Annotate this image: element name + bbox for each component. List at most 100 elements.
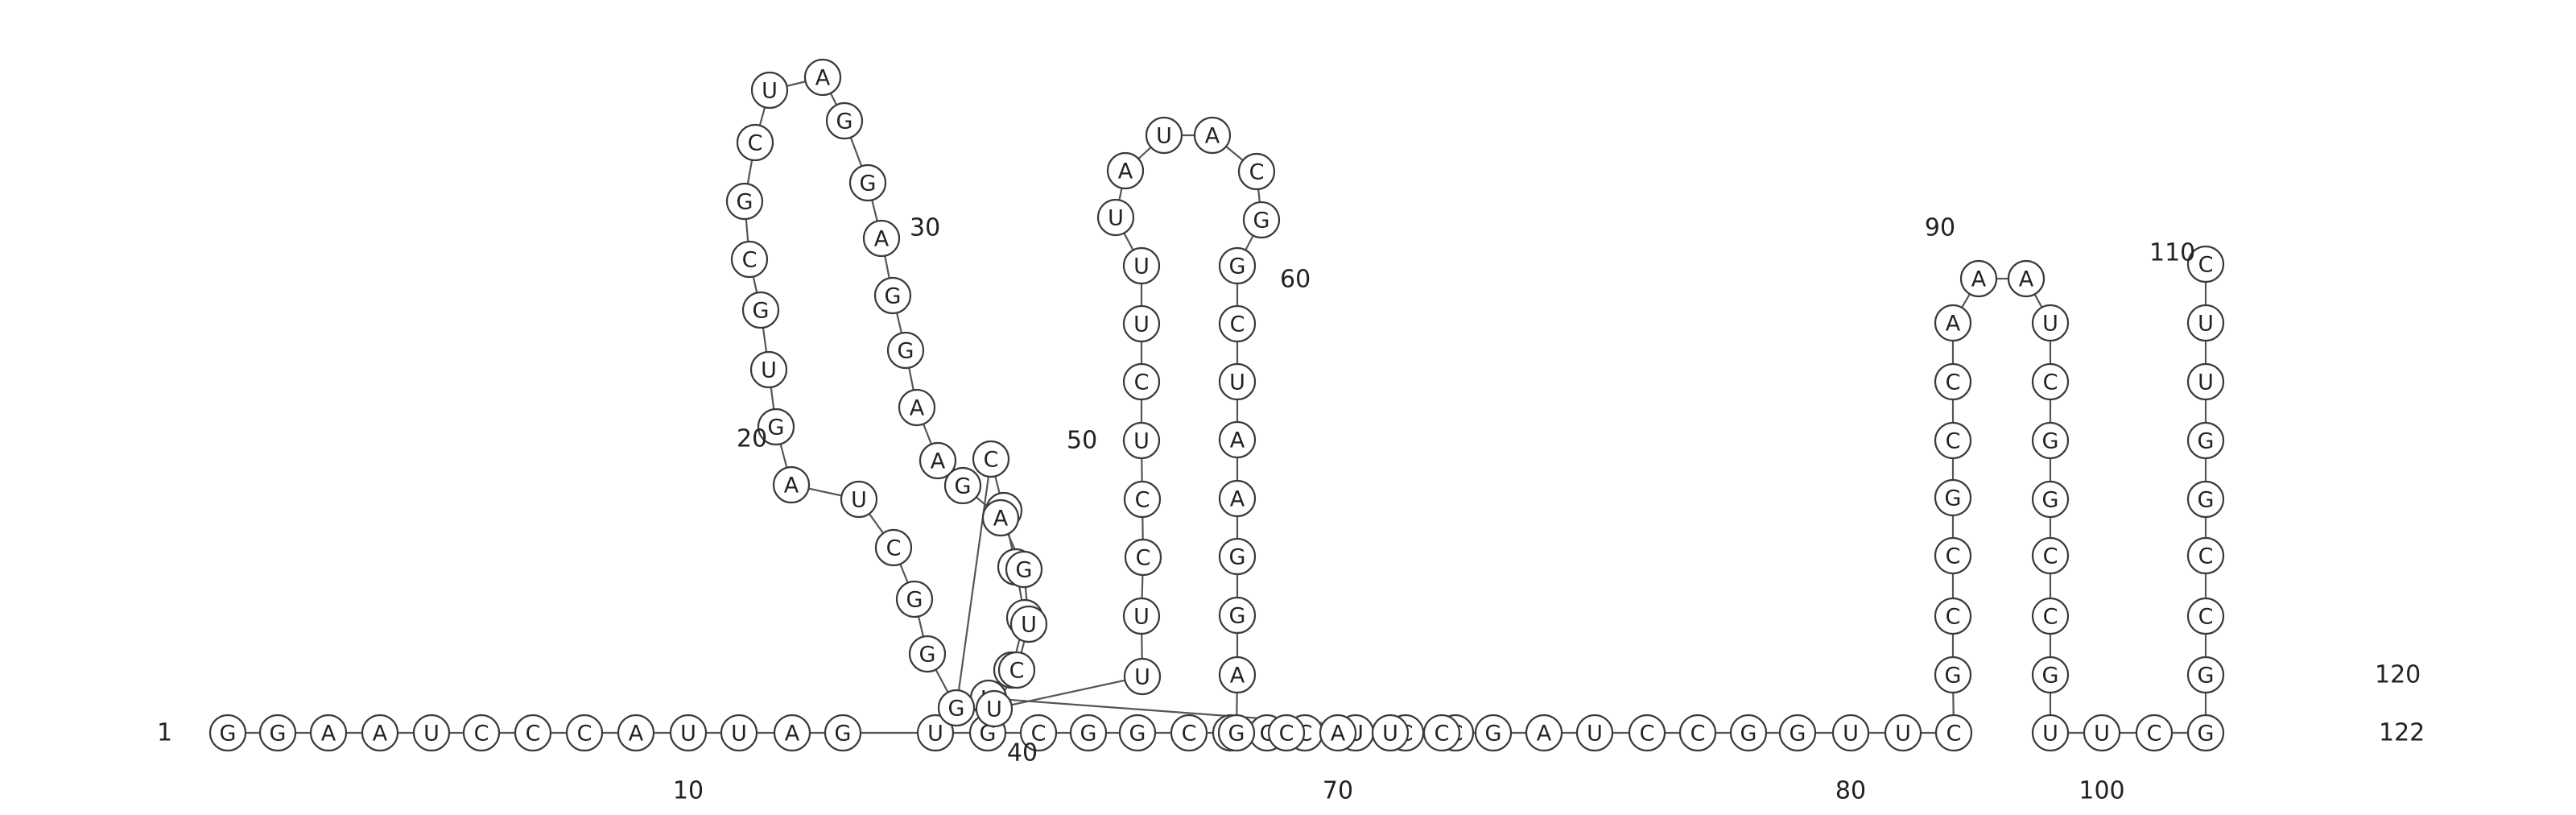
nucleotide-letter: C	[886, 536, 902, 561]
nucleotide-letter: U	[2094, 722, 2110, 747]
nucleotide: A	[862, 219, 901, 258]
nucleotide-circle	[2031, 714, 2070, 752]
nucleotide-letter: A	[931, 449, 946, 474]
nucleotide-letter: U	[2198, 312, 2214, 337]
position-label: 10	[673, 777, 704, 805]
nucleotide-circle	[873, 276, 912, 315]
nucleotide: C	[1019, 714, 1058, 752]
nucleotide-letter: C	[577, 722, 592, 747]
nucleotide-letter: A	[1230, 428, 1245, 453]
nucleotide-letter: U	[1895, 722, 1911, 747]
nucleotide-circle	[1237, 152, 1276, 191]
nucleotide: C	[1934, 362, 1972, 401]
nucleotide-letter: A	[784, 474, 799, 499]
nucleotide-circle	[1884, 714, 1922, 752]
nucleotide-letter: U	[731, 722, 747, 747]
nucleotide: G	[2186, 421, 2225, 460]
nucleotide: U	[2186, 304, 2225, 342]
nucleotide: A	[1218, 656, 1257, 694]
nucleotide: G	[741, 291, 780, 329]
nucleotide: G	[1242, 201, 1281, 239]
nucleotide-letter: C	[1640, 722, 1655, 747]
nucleotide-letter: A	[1230, 487, 1245, 512]
nucleotide-letter: U	[1133, 254, 1150, 279]
nucleotide-circle	[1218, 656, 1257, 694]
nucleotide: G	[848, 163, 887, 202]
nucleotide: C	[1170, 714, 1208, 752]
nucleotide-circle	[2031, 362, 2070, 401]
nucleotide-letter: C	[526, 722, 541, 747]
nucleotide-circle	[749, 350, 788, 389]
nucleotide-letter: U	[680, 722, 696, 747]
nucleotide: U	[750, 71, 789, 110]
nucleotide-letter: C	[1182, 722, 1197, 747]
nucleotide-circle	[750, 71, 789, 110]
nucleotide-letter: C	[2043, 605, 2058, 630]
nucleotide: C	[462, 714, 501, 752]
nucleotide-circle	[1009, 605, 1048, 643]
nucleotide: U	[975, 689, 1013, 728]
nucleotide-letter: C	[1031, 722, 1046, 747]
nucleotide-circle	[1628, 714, 1666, 752]
nucleotide: C	[2031, 536, 2070, 575]
nucleotide: G	[824, 714, 862, 752]
nucleotide: G	[1934, 478, 1972, 517]
nucleotide-circle	[1218, 537, 1257, 576]
nucleotide: C	[1678, 714, 1717, 752]
nucleotide: G	[937, 689, 976, 727]
nucleotide: C	[1237, 152, 1276, 191]
nucleotide: U	[669, 714, 708, 752]
nucleotide-letter: C	[2043, 370, 2058, 395]
nucleotide: G	[908, 635, 947, 673]
nucleotide: U	[916, 714, 955, 752]
nucleotide-letter: A	[815, 66, 831, 91]
nucleotide: A	[1106, 151, 1145, 190]
nucleotide-letter: A	[1537, 722, 1552, 747]
position-label: 122	[2379, 719, 2425, 747]
nucleotide: G	[2186, 714, 2225, 752]
nucleotide: C	[972, 440, 1010, 478]
position-label: 30	[910, 214, 940, 242]
position-label: 80	[1835, 777, 1866, 805]
nucleotide: U	[1575, 714, 1614, 752]
nucleotide: U	[2031, 304, 2070, 342]
nucleotide-letter: C	[2198, 605, 2214, 630]
nucleotide-letter: C	[1230, 312, 1245, 337]
nucleotide-circle	[565, 714, 604, 752]
nucleotide-circle	[1096, 198, 1135, 237]
nucleotide: A	[898, 388, 936, 427]
nucleotide: G	[1474, 714, 1513, 752]
nucleotide-letter: A	[1331, 722, 1346, 747]
nucleotide: C	[1934, 714, 1973, 752]
nucleotide: G	[1069, 714, 1108, 752]
nucleotide-letter: C	[2043, 544, 2058, 569]
nucleotide-letter: C	[1279, 722, 1294, 747]
nucleotide: C	[1628, 714, 1666, 752]
nucleotide-letter: G	[1945, 664, 1962, 689]
nucleotide-letter: U	[761, 358, 777, 383]
nucleotide: A	[1218, 479, 1257, 518]
nucleotide: C	[1267, 714, 1306, 752]
nucleotide: U	[2083, 714, 2121, 752]
nucleotide: A	[617, 714, 655, 752]
nucleotide-letter: C	[2147, 722, 2162, 747]
nucleotide-circle	[1474, 714, 1513, 752]
nucleotide: G	[1217, 714, 1256, 752]
nucleotide-letter: A	[910, 396, 925, 421]
nucleotide: U	[1218, 362, 1257, 401]
nucleotide-letter: C	[1946, 544, 1961, 569]
nucleotide: U	[840, 480, 878, 519]
nucleotide-circle	[981, 499, 1020, 537]
nucleotide-circle	[2031, 656, 2070, 694]
nucleotide-circle	[908, 635, 947, 673]
nucleotide-letter: U	[927, 722, 943, 747]
nucleotide-circle	[1118, 714, 1157, 752]
nucleotide-letter: G	[2198, 488, 2215, 513]
nucleotide-circle	[361, 714, 399, 752]
nucleotide-circle	[895, 580, 934, 618]
nucleotide-circle	[1005, 550, 1043, 589]
nucleotide: G	[825, 101, 864, 140]
nucleotide-letter: C	[742, 248, 758, 273]
nucleotide-circle	[1934, 714, 1973, 752]
nucleotide-circle	[803, 58, 842, 97]
